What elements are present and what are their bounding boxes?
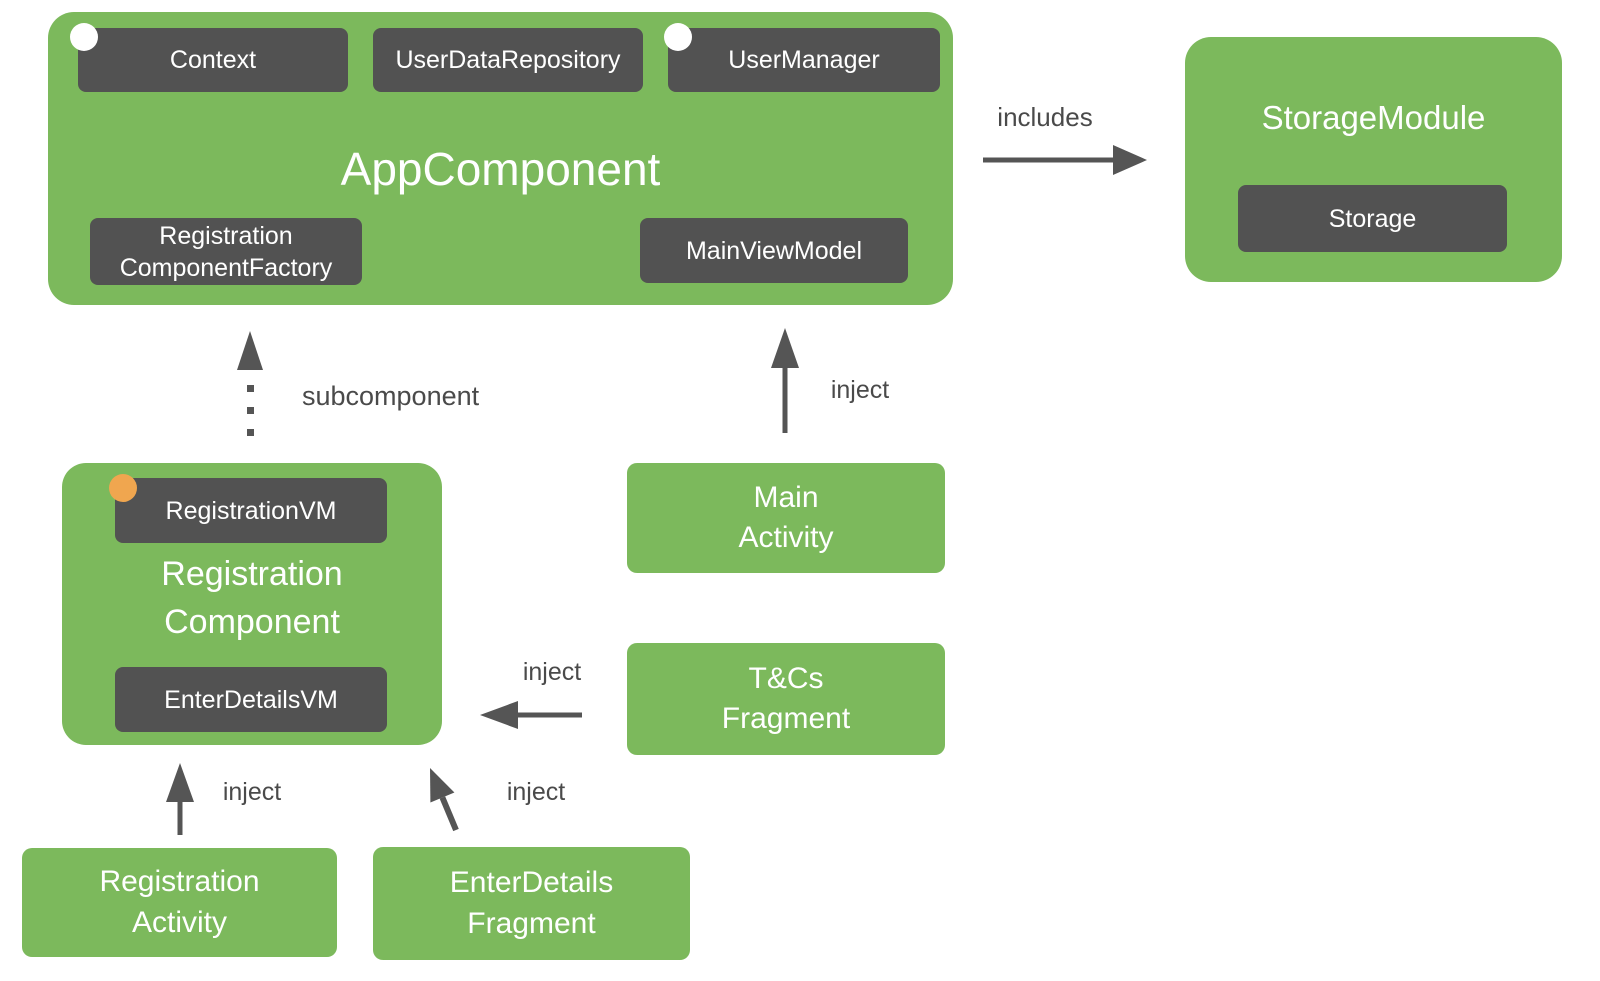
chip-user-manager: UserManager xyxy=(668,28,940,92)
chip-storage: Storage xyxy=(1238,185,1507,252)
inject-enter-details-fragment-label: inject xyxy=(506,778,566,806)
chip-registration-component-factory-line2: ComponentFactory xyxy=(119,253,333,282)
chip-storage-label: Storage xyxy=(1328,204,1417,233)
chip-registration-component-factory: Registration ComponentFactory xyxy=(90,218,362,285)
subcomponent-edge-label: subcomponent xyxy=(302,381,480,411)
enter-details-fragment-node: EnterDetails Fragment xyxy=(373,847,690,960)
app-component-title: AppComponent xyxy=(340,143,661,195)
registration-component-box: RegistrationVM Registration Component En… xyxy=(62,463,442,745)
inject-arrowhead-icon xyxy=(430,768,455,803)
includes-arrow xyxy=(983,145,1147,175)
white-circle-icon xyxy=(70,23,98,51)
inject-arrow-shaft xyxy=(439,796,459,832)
includes-arrowhead-icon xyxy=(1113,145,1147,175)
inject-arrow-registration-activity xyxy=(166,763,194,835)
chip-enter-details-vm-label: EnterDetailsVM xyxy=(164,685,338,714)
registration-component-title: Registration Component xyxy=(62,551,442,646)
main-activity-line2: Activity xyxy=(738,521,834,554)
chip-enter-details-vm: EnterDetailsVM xyxy=(115,667,387,732)
registration-activity-node: Registration Activity xyxy=(22,848,337,957)
inject-arrowhead-icon xyxy=(771,328,799,368)
includes-edge-label: includes xyxy=(997,102,1093,132)
chip-context-label: Context xyxy=(169,46,257,74)
subcomponent-arrow-dash xyxy=(247,407,254,414)
chip-main-view-model: MainViewModel xyxy=(640,218,908,283)
registration-activity-line1: Registration xyxy=(99,865,260,898)
subcomponent-arrow xyxy=(237,331,263,436)
chip-registration-vm: RegistrationVM xyxy=(115,478,387,543)
subcomponent-arrow-dash xyxy=(247,385,254,392)
chip-context: Context xyxy=(78,28,348,92)
inject-arrowhead-icon xyxy=(480,701,518,729)
chip-main-view-model-label: MainViewModel xyxy=(685,236,862,265)
inject-main-activity-label: inject xyxy=(830,376,890,404)
inject-arrow-tcs-fragment xyxy=(480,701,582,729)
chip-user-manager-label: UserManager xyxy=(728,46,880,74)
inject-registration-activity-label: inject xyxy=(222,778,282,806)
subcomponent-arrowhead-icon xyxy=(237,331,263,370)
registration-activity-line2: Activity xyxy=(131,905,227,939)
inject-arrowhead-icon xyxy=(166,763,194,802)
chip-user-data-repository-label: UserDataRepository xyxy=(395,46,621,74)
tcs-fragment-line1: T&Cs xyxy=(748,661,824,695)
orange-circle-icon xyxy=(109,474,137,502)
white-circle-icon xyxy=(664,23,692,51)
chip-user-data-repository: UserDataRepository xyxy=(373,28,643,92)
main-activity-node: Main Activity xyxy=(627,463,945,573)
enter-details-fragment-line1: EnterDetails xyxy=(449,866,614,899)
registration-component-title-line2: Component xyxy=(164,602,340,641)
chip-registration-component-factory-line1: Registration xyxy=(159,221,293,250)
storage-module-box: StorageModule Storage xyxy=(1185,37,1562,282)
inject-arrow-main-activity xyxy=(771,328,799,433)
enter-details-fragment-line2: Fragment xyxy=(467,906,596,940)
registration-component-title-line1: Registration xyxy=(161,555,343,593)
tcs-fragment-line2: Fragment xyxy=(721,702,851,735)
storage-module-title: StorageModule xyxy=(1261,99,1486,136)
inject-arrow-enter-details-fragment xyxy=(430,768,459,832)
chip-registration-vm-label: RegistrationVM xyxy=(165,496,337,525)
tcs-fragment-node: T&Cs Fragment xyxy=(627,643,945,755)
main-activity-line1: Main xyxy=(753,480,819,514)
app-component-box: Context UserDataRepository UserManager A… xyxy=(48,12,953,305)
inject-tcs-fragment-label: inject xyxy=(522,658,582,686)
subcomponent-arrow-dash xyxy=(247,429,254,436)
